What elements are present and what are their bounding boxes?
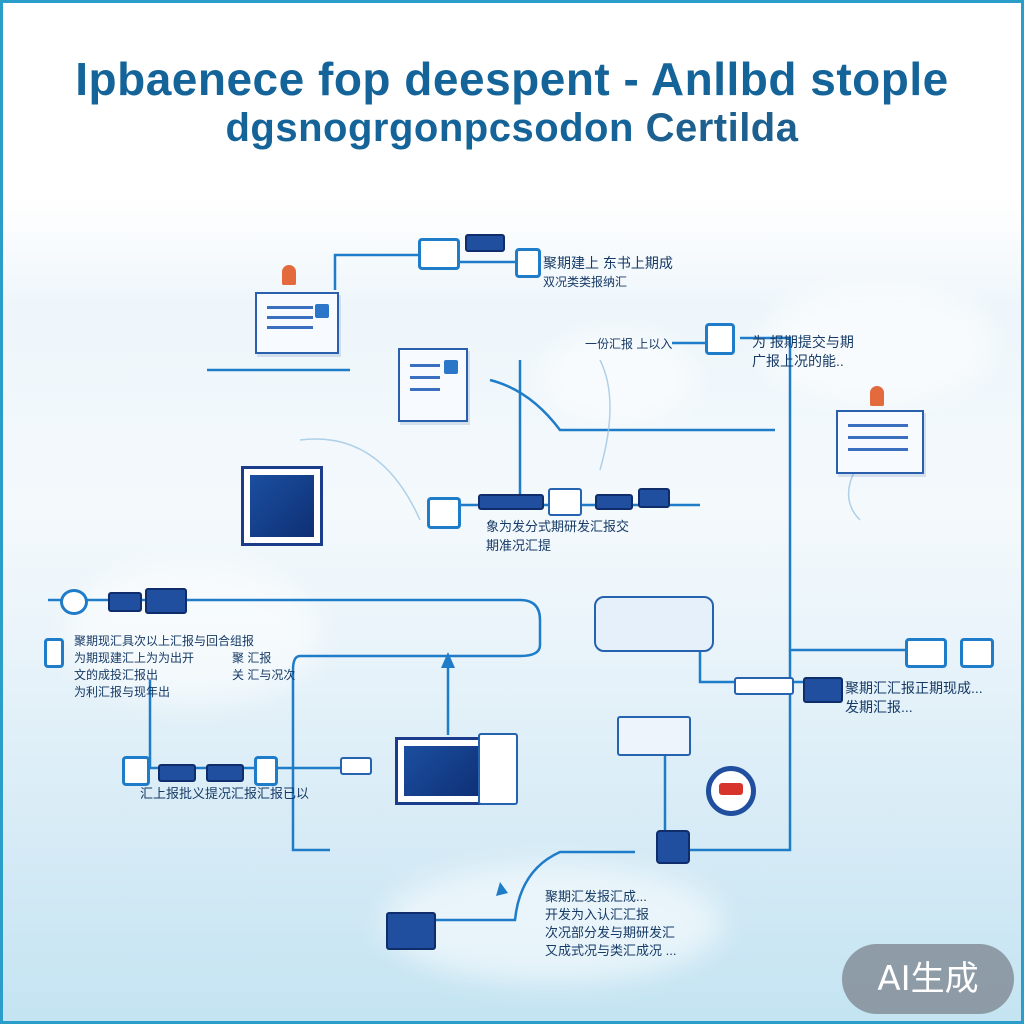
arrow-icon (496, 882, 508, 896)
connector-line (299, 438, 421, 521)
label-right: 聚期汇汇报正期现成... 发期汇报... (845, 680, 983, 715)
label-upper-right-prefix: 一份汇报 上以入 (585, 337, 673, 351)
title-line2-main: dgsnogrgonpcsodon (225, 106, 634, 150)
cloud-haze (543, 333, 693, 423)
label-bottom-center: 聚期汇发报汇成... 开发为入认汇汇报 次况部分发与期研发汇 又成式况与类汇成况… (545, 889, 677, 958)
node-icon (595, 494, 633, 510)
node-icon (60, 589, 88, 615)
cloud-haze (763, 283, 993, 403)
document-icon (255, 292, 339, 354)
label-center: 象为发分式期研发汇报交 期准况汇提 (486, 519, 630, 553)
diagram-title-line1: Ipbaenece fop deespent - Anllbd stople (75, 53, 949, 105)
label-left-a: 聚期现汇具次以上汇报与回合组报 为期现建汇上为为出开 (74, 634, 255, 665)
connector-line (435, 850, 635, 922)
alert-tab-icon (870, 386, 884, 406)
label-left-b: 聚 汇报 关 汇与况次 (232, 651, 296, 682)
node-icon (418, 238, 460, 270)
node-icon (515, 248, 541, 278)
title-line2-end: Certilda (645, 106, 799, 150)
router-icon (706, 766, 756, 816)
label-upper-right: 为 报期提交与期 广报上况的能.. (752, 334, 854, 369)
connector-line (48, 598, 542, 852)
printer-icon (594, 596, 714, 652)
connector-line (333, 253, 420, 290)
document-icon (836, 410, 924, 474)
node-icon (254, 756, 278, 786)
node-icon (122, 756, 150, 786)
node-icon (465, 234, 505, 252)
node-icon (638, 488, 670, 508)
alert-tab-icon (282, 265, 296, 285)
ai-generated-badge: AI生成 (842, 944, 1014, 1014)
cloud-haze (63, 563, 323, 703)
connector-line (690, 650, 792, 852)
document-icon (398, 348, 468, 422)
connector-line (740, 336, 905, 652)
cloud-haze (383, 863, 723, 983)
node-icon (803, 677, 843, 703)
node-icon (340, 757, 372, 775)
label-left-c: 文的成投汇报出 为利汇报与现年出 (74, 668, 171, 699)
monitor-icon (395, 737, 493, 805)
node-icon (734, 677, 794, 695)
device-icon (617, 716, 691, 756)
server-icon (478, 733, 518, 805)
diagram-title-line2: dgsnogrgonpcsodon Certilda (0, 106, 1024, 151)
node-icon (386, 912, 436, 950)
node-icon (905, 638, 947, 668)
node-icon (427, 497, 461, 529)
label-lower-left: 汇上报批义提况汇报汇报已以 (140, 786, 310, 801)
node-icon (158, 764, 196, 782)
connector-line (599, 359, 611, 471)
node-icon (705, 323, 735, 355)
node-icon (108, 592, 142, 612)
connector-line (847, 469, 861, 521)
node-icon (960, 638, 994, 668)
node-icon (478, 494, 544, 510)
node-icon (145, 588, 187, 614)
arrow-up-icon (441, 652, 455, 668)
label-top-right: 聚期建上 东书上期成 双况类类报纳汇 (543, 255, 673, 289)
node-icon (548, 488, 582, 516)
laptop-icon (656, 830, 690, 864)
node-icon (44, 638, 64, 668)
connector-line (489, 378, 775, 432)
monitor-icon (241, 466, 323, 546)
node-icon (206, 764, 244, 782)
